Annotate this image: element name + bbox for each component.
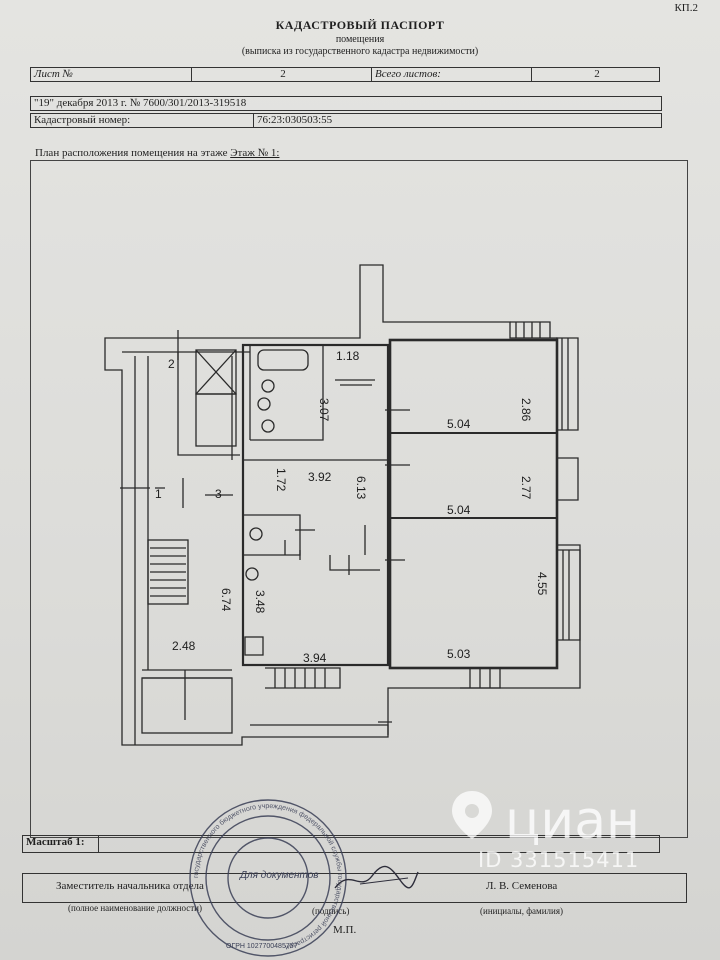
room-number-3: 3 bbox=[215, 487, 222, 501]
plan-caption-text: План расположения помещения на этаже bbox=[35, 147, 228, 159]
position-caption: (полное наименование должности) bbox=[68, 903, 202, 913]
position-title: Заместитель начальника отдела bbox=[56, 880, 204, 892]
total-sheets: 2 bbox=[531, 68, 659, 81]
dim-5-03: 5.03 bbox=[447, 647, 471, 661]
watermark-id: ID 331515411 bbox=[478, 848, 640, 872]
dim-6-13: 6.13 bbox=[354, 476, 368, 500]
total-sheets-label: Всего листов: bbox=[371, 68, 531, 81]
name-caption: (инициалы, фамилия) bbox=[480, 906, 563, 916]
dim-2-86: 2.86 bbox=[519, 398, 533, 422]
dim-3-07: 3.07 bbox=[317, 398, 331, 422]
sheet-label: Лист № bbox=[34, 68, 73, 80]
scale-label-text: Масштаб 1: bbox=[26, 836, 85, 848]
signature-caption: (подпись) bbox=[312, 906, 350, 916]
room-number-2: 2 bbox=[168, 357, 175, 371]
stamp-inner-text: Для документов bbox=[239, 870, 319, 881]
document-subtitle: помещения bbox=[335, 34, 385, 45]
floor-label: Этаж № 1: bbox=[230, 147, 280, 159]
stamp-mark: М.П. bbox=[333, 924, 357, 936]
plan-frame bbox=[30, 160, 688, 838]
total-sheets-value: 2 bbox=[594, 68, 600, 80]
dim-2-48: 2.48 bbox=[172, 639, 196, 653]
cadastral-number: 76:23:030503:55 bbox=[253, 114, 661, 127]
dim-3-94: 3.94 bbox=[303, 651, 327, 665]
watermark-brand: циан bbox=[505, 791, 641, 851]
dim-4-55: 4.55 bbox=[535, 572, 549, 596]
dim-2-77: 2.77 bbox=[519, 476, 533, 500]
dim-1-72: 1.72 bbox=[274, 468, 288, 492]
cadastral-label: Кадастровый номер: bbox=[34, 114, 131, 126]
official-stamp: государственного бюджетного учреждения ф… bbox=[189, 799, 347, 957]
room-number-1: 1 bbox=[155, 487, 162, 501]
corner-code: КП.2 bbox=[674, 2, 698, 14]
scale-label: Масштаб 1: bbox=[23, 836, 98, 852]
date-row: "19" декабря 2013 г. № 7600/301/2013-319… bbox=[30, 96, 662, 111]
location-pin-icon bbox=[452, 791, 492, 839]
sheet-number: 2 bbox=[191, 68, 371, 81]
cadastral-row: Кадастровый номер: 76:23:030503:55 bbox=[30, 113, 662, 128]
document-subtitle-2: (выписка из государственного кадастра не… bbox=[241, 46, 479, 57]
document-title: КАДАСТРОВЫЙ ПАСПОРТ bbox=[275, 18, 445, 32]
official-name: Л. В. Семенова bbox=[486, 880, 558, 892]
dim-6-74: 6.74 bbox=[219, 588, 233, 612]
stamp-ogrn: ОГРН 1027700485757 bbox=[226, 943, 298, 950]
plan-caption: План расположения помещения на этаже Эта… bbox=[35, 147, 279, 159]
sheet-row: Лист № 2 Всего листов: 2 bbox=[30, 67, 660, 82]
dim-3-48: 3.48 bbox=[253, 590, 267, 614]
dim-5-04-a: 5.04 bbox=[447, 417, 471, 431]
dim-1-18: 1.18 bbox=[336, 349, 360, 363]
dim-3-92: 3.92 bbox=[308, 470, 332, 484]
scale-value bbox=[98, 836, 378, 852]
date-registration: "19" декабря 2013 г. № 7600/301/2013-319… bbox=[34, 97, 247, 109]
sheet-number-value: 2 bbox=[280, 68, 286, 80]
signature bbox=[334, 865, 419, 889]
signature-row: Заместитель начальника отдела Л. В. Семе… bbox=[22, 873, 687, 903]
dim-5-04-b: 5.04 bbox=[447, 503, 471, 517]
